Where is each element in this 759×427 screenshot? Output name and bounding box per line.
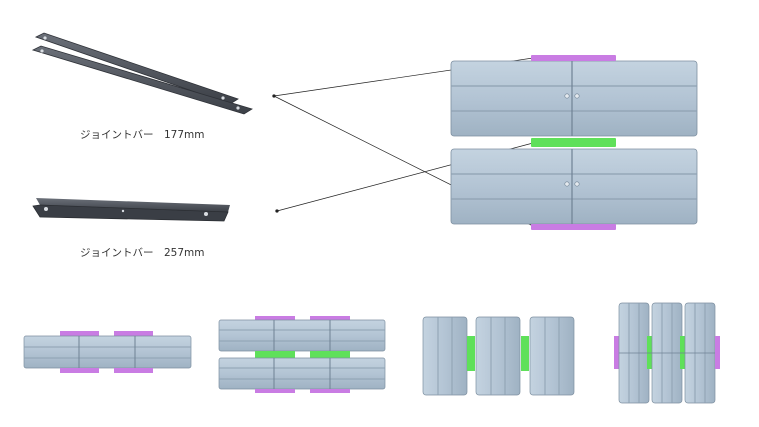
two-panel-stack-diagram [450,55,698,230]
layout-single-row [23,331,192,373]
joint-bar-257mm [32,198,230,222]
joint-bar-177mm-pair [31,32,253,115]
layout-double-row [218,316,386,393]
layout-three-spaced-vertical [422,316,575,396]
layout-three-joined-vertical [614,302,720,404]
joint-bar-177mm-label: ジョイントバー 177mm [80,129,205,141]
joint-bar-257mm-label: ジョイントバー 257mm [80,247,205,259]
